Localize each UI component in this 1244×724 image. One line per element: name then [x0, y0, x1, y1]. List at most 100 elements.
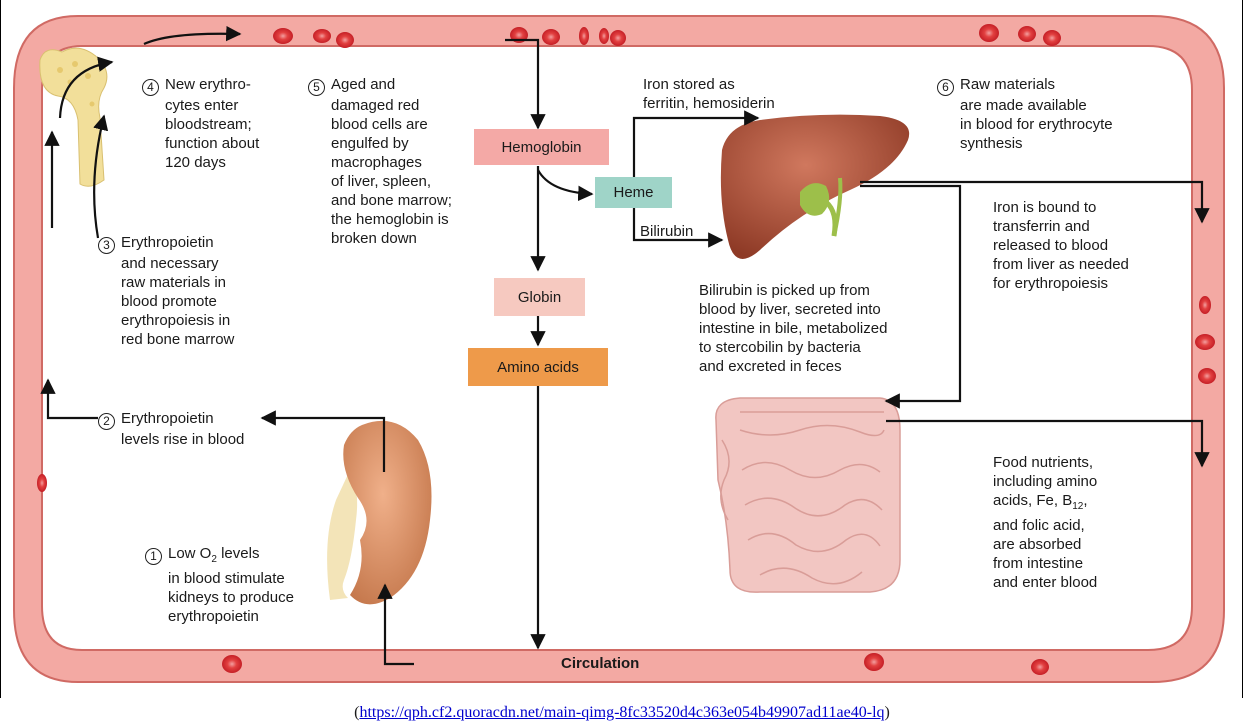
step-5-line: blood cells are	[308, 116, 428, 133]
food-line: Food nutrients,	[993, 454, 1093, 471]
step-4-line-1: New erythro-	[165, 76, 251, 93]
bilirubin-line: to stercobilin by bacteria	[699, 339, 861, 356]
iron-bound-line: released to blood	[993, 237, 1108, 254]
step-2-line-1: Erythropoietin	[121, 410, 214, 427]
circulation-label: Circulation	[561, 655, 639, 672]
step-1-line: in blood stimulate	[145, 570, 285, 587]
amino-acids-box: Amino acids	[468, 348, 608, 386]
step-1-line: kidneys to produce	[145, 589, 294, 606]
iron-stored-line: ferritin, hemosiderin	[643, 95, 775, 112]
food-nutrients-text: Food nutrients, including amino acids, F…	[993, 453, 1097, 592]
step-1-line-1: Low O	[168, 545, 211, 562]
step-6-number: 6	[937, 79, 954, 96]
heme-box: Heme	[595, 177, 672, 208]
step-5-line-1: Aged and	[331, 76, 395, 93]
step-5-line: of liver, spleen,	[308, 173, 431, 190]
iron-bound-line: from liver as needed	[993, 256, 1129, 273]
rbc-cell	[37, 474, 47, 492]
rbc-cell	[1195, 334, 1215, 350]
step-2-number: 2	[98, 413, 115, 430]
step-2-line-2: levels rise in blood	[98, 431, 244, 448]
step-6-line: are made available	[937, 97, 1087, 114]
iron-bound-text: Iron is bound to transferrin and release…	[993, 198, 1129, 293]
iron-stored-line: Iron stored as	[643, 76, 735, 93]
arrow-erythropoietin-to-vessel	[48, 380, 98, 418]
step-5-line: macrophages	[308, 154, 422, 171]
step-6-text: 6 Raw materials are made available in blo…	[937, 75, 1113, 153]
step-3-line: red bone marrow	[98, 331, 234, 348]
step-3-line-1: Erythropoietin	[121, 234, 214, 251]
step-3-text: 3 Erythropoietin and necessary raw materi…	[98, 233, 234, 349]
step-5-text: 5 Aged and damaged red blood cells are en…	[308, 75, 452, 248]
step-3-line: erythropoiesis in	[98, 312, 230, 329]
rbc-cell	[864, 653, 884, 671]
rbc-cell	[1018, 26, 1036, 42]
step-6-line-1: Raw materials	[960, 76, 1055, 93]
bilirubin-line: Bilirubin is picked up from	[699, 282, 870, 299]
rbc-cell	[542, 29, 560, 45]
food-line: are absorbed	[993, 536, 1081, 553]
step-5-line: broken down	[308, 230, 417, 247]
iron-bound-line: transferrin and	[993, 218, 1090, 235]
bilirubin-label: Bilirubin	[640, 222, 693, 241]
food-line: acids, Fe, B	[993, 492, 1072, 509]
food-line: from intestine	[993, 555, 1083, 572]
iron-stored-text: Iron stored as ferritin, hemosiderin	[643, 75, 775, 113]
step-5-number: 5	[308, 79, 325, 96]
source-close-paren: )	[885, 704, 890, 721]
iron-bound-line: for erythropoiesis	[993, 275, 1108, 292]
rbc-cell	[313, 29, 331, 43]
kidney-illustration	[327, 421, 431, 604]
rbc-cell	[599, 28, 609, 44]
rbc-cell	[1199, 296, 1211, 314]
step-3-line: blood promote	[98, 293, 217, 310]
rbc-cell	[222, 655, 242, 673]
rbc-cell	[336, 32, 354, 48]
food-line: including amino	[993, 473, 1097, 490]
step-4-line: bloodstream;	[142, 116, 252, 133]
step-4-number: 4	[142, 79, 159, 96]
iron-bound-line: Iron is bound to	[993, 199, 1096, 216]
arrow-rbc-to-hemoglobin	[505, 40, 538, 128]
rbc-cell	[579, 27, 589, 45]
hemoglobin-box: Hemoglobin	[474, 129, 609, 165]
bilirubin-description: Bilirubin is picked up from blood by liv…	[699, 281, 887, 376]
step-4-text: 4 New erythro- cytes enter bloodstream; f…	[142, 75, 259, 172]
step-5-line: engulfed by	[308, 135, 409, 152]
step-5-line: and bone marrow;	[308, 192, 452, 209]
rbc-cell	[273, 28, 293, 44]
food-line: and enter blood	[993, 574, 1097, 591]
step-6-line: synthesis	[937, 135, 1023, 152]
bilirubin-line: and excreted in feces	[699, 358, 842, 375]
step-3-number: 3	[98, 237, 115, 254]
rbc-cell	[1031, 659, 1049, 675]
rbc-cell	[610, 30, 626, 46]
step-1-line: erythropoietin	[145, 608, 259, 625]
step-6-line: in blood for erythrocyte	[937, 116, 1113, 133]
arrow-hemoglobin-to-heme	[538, 170, 592, 194]
source-caption: (https://qph.cf2.quoracdn.net/main-qimg-…	[0, 704, 1244, 722]
bone-marrow-illustration	[40, 48, 107, 186]
globin-box: Globin	[494, 278, 585, 316]
food-subscript: 12	[1072, 501, 1083, 512]
food-line: ,	[1083, 492, 1087, 509]
bilirubin-line: intestine in bile, metabolized	[699, 320, 887, 337]
rbc-cell	[1198, 368, 1216, 384]
step-1-line-1b: levels	[217, 545, 260, 562]
food-line: and folic acid,	[993, 517, 1085, 534]
step-4-line: 120 days	[142, 154, 226, 171]
step-2-text: 2 Erythropoietin levels rise in blood	[98, 409, 244, 449]
rbc-cell	[1043, 30, 1061, 46]
step-4-line: function about	[142, 135, 259, 152]
bilirubin-line: blood by liver, secreted into	[699, 301, 881, 318]
step-4-line: cytes enter	[142, 97, 238, 114]
source-link[interactable]: https://qph.cf2.quoracdn.net/main-qimg-8…	[359, 704, 884, 721]
step-1-number: 1	[145, 548, 162, 565]
intestine-illustration	[716, 398, 900, 592]
rbc-cell	[979, 24, 999, 42]
step-5-line: damaged red	[308, 97, 419, 114]
step-3-line: raw materials in	[98, 274, 226, 291]
step-3-line: and necessary	[98, 255, 219, 272]
step-5-line: the hemoglobin is	[308, 211, 449, 228]
